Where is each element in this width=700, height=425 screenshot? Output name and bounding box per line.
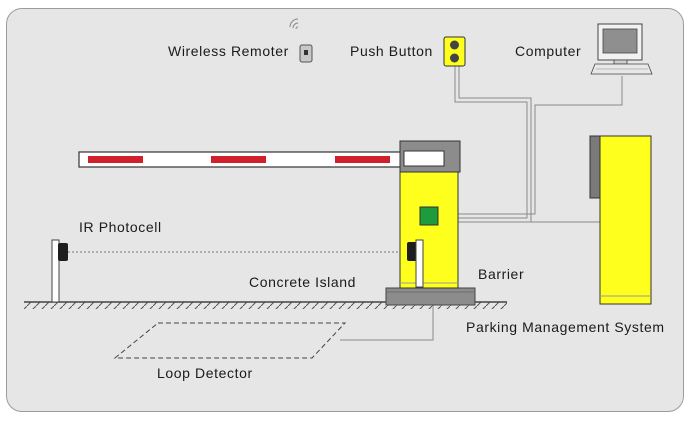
label-loop-detector: Loop Detector [157, 365, 253, 381]
barrier-arm [78, 151, 405, 168]
ir-photocell-right [407, 239, 424, 288]
barrier-cabinet [399, 140, 461, 289]
label-concrete-island: Concrete Island [249, 274, 356, 290]
computer-icon [590, 23, 653, 75]
label-barrier: Barrier [478, 266, 524, 282]
label-ir-photocell: IR Photocell [79, 219, 162, 235]
label-computer: Computer [515, 43, 581, 59]
control-wiring [340, 66, 623, 341]
ir-photocell-left [51, 239, 68, 303]
diagram-frame [6, 8, 684, 412]
loop-detector-area [113, 322, 347, 359]
label-wireless-remoter: Wireless Remoter [168, 43, 289, 59]
parking-management-cabinet [589, 135, 652, 305]
label-push-button: Push Button [350, 43, 433, 59]
label-parking-management-system: Parking Management System [466, 319, 665, 335]
push-button-icon [443, 36, 466, 67]
wireless-remote-icon [289, 18, 313, 63]
concrete-island [385, 287, 476, 306]
